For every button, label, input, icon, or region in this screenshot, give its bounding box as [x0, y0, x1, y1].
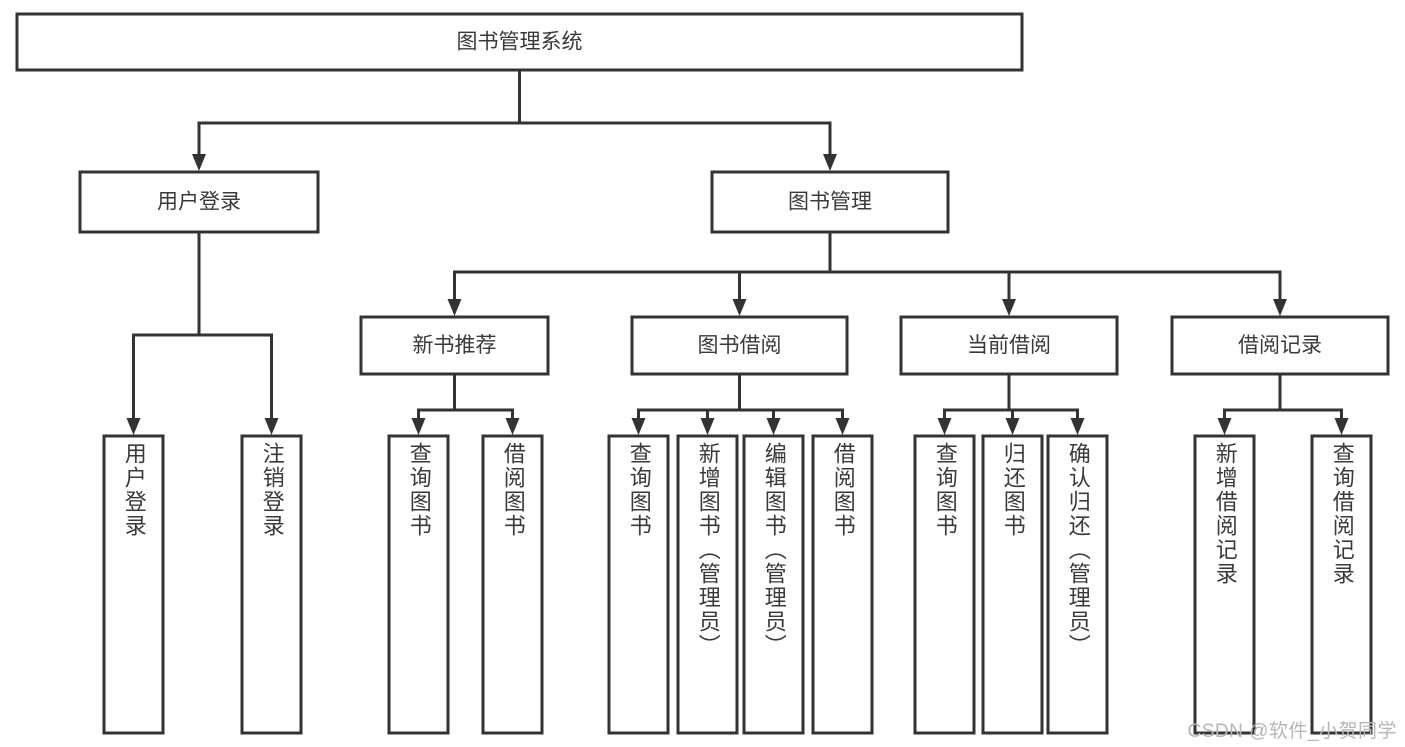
node-box-leaf-query-record[interactable]: [1310, 434, 1373, 735]
connectors-layer: [126, 68, 1349, 435]
node-label-user-login: 用户登录: [157, 191, 241, 214]
conn-user-login-arrow-1: [264, 418, 279, 435]
node-box-borrow-record[interactable]: [1170, 315, 1390, 376]
node-box-leaf-borrow-book-2[interactable]: [811, 434, 874, 735]
node-label-root: 图书管理系统: [457, 31, 583, 54]
node-box-new-book-rec[interactable]: [359, 315, 550, 376]
node-label-book-borrow: 图书借阅: [698, 334, 782, 357]
conn-current-borrow-arrow-1: [1005, 418, 1020, 435]
node-box-book-manage[interactable]: [710, 170, 950, 234]
node-box-leaf-query-book-3[interactable]: [913, 434, 976, 735]
conn-root-arrow-0: [192, 154, 206, 171]
node-label-new-book-rec: 新书推荐: [413, 334, 497, 357]
watermark-text: CSDN @软件_小贺同学: [1187, 721, 1397, 742]
conn-book-manage-arrow-2: [1002, 299, 1016, 316]
node-box-leaf-query-book-2[interactable]: [607, 434, 670, 735]
conn-book-borrow-arrow-0: [631, 418, 646, 435]
conn-current-borrow-arrow-0: [937, 418, 952, 435]
conn-book-borrow-arrow-3: [835, 418, 850, 435]
conn-borrow-record-arrow-0: [1217, 418, 1232, 435]
conn-root-arrow-1: [823, 154, 837, 171]
node-box-leaf-query-book-1[interactable]: [387, 434, 450, 735]
conn-book-borrow-arrow-2: [766, 418, 781, 435]
node-label-current-borrow: 当前借阅: [967, 334, 1051, 357]
conn-book-manage-arrow-3: [1273, 299, 1287, 316]
node-box-root[interactable]: [15, 12, 1024, 72]
node-box-leaf-confirm-return[interactable]: [1046, 434, 1109, 735]
boxes-layer: [15, 12, 1390, 735]
conn-borrow-record-arrow-1: [1334, 418, 1349, 435]
node-box-leaf-user-login[interactable]: [102, 434, 165, 735]
node-box-book-borrow[interactable]: [630, 315, 849, 376]
node-box-leaf-add-record[interactable]: [1193, 434, 1256, 735]
node-label-borrow-record: 借阅记录: [1238, 334, 1322, 357]
conn-book-manage-arrow-1: [732, 299, 747, 316]
node-box-user-login[interactable]: [78, 170, 320, 234]
node-box-leaf-borrow-book-1[interactable]: [481, 434, 544, 735]
node-box-leaf-logout[interactable]: [240, 434, 303, 735]
node-label-book-manage: 图书管理: [788, 191, 872, 214]
conn-new-book-rec-arrow-0: [411, 418, 426, 435]
conn-book-borrow-arrow-1: [700, 418, 715, 435]
conn-user-login-arrow-0: [126, 418, 141, 435]
node-box-current-borrow[interactable]: [899, 315, 1119, 376]
node-box-leaf-return-book[interactable]: [981, 434, 1044, 735]
node-box-leaf-edit-book[interactable]: [742, 434, 805, 735]
conn-new-book-rec-arrow-1: [505, 418, 520, 435]
node-box-leaf-add-book[interactable]: [676, 434, 739, 735]
conn-current-borrow-arrow-2: [1070, 418, 1085, 435]
conn-book-manage-arrow-0: [447, 299, 462, 316]
